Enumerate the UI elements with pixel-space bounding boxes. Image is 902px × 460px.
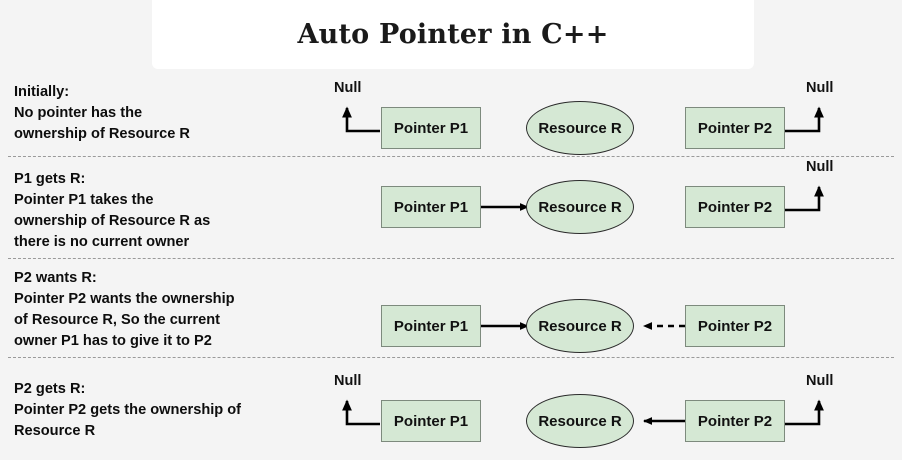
- edge-p2-to-null-step2: [785, 185, 824, 212]
- edge-p2-to-resource-step4: [643, 417, 685, 425]
- null-label-right-p2-step2: Null: [806, 159, 834, 175]
- node-pointer-p2-initially: Pointer P2: [685, 107, 785, 149]
- step-row-p2-gets-r: P2 gets R: Pointer P2 gets the ownership…: [0, 357, 902, 460]
- node-pointer-p2-step2: Pointer P2: [685, 186, 785, 228]
- node-resource-r-step3: Resource R: [526, 299, 634, 353]
- row-divider-1: [8, 156, 894, 157]
- node-pointer-p1-step2: Pointer P1: [381, 186, 481, 228]
- edge-p2-wants-resource-step3: [643, 322, 685, 330]
- step-caption-initially: Initially: No pointer has the ownership …: [14, 84, 190, 142]
- step-row-p2-wants-r: P2 wants R: Pointer P2 wants the ownersh…: [0, 258, 902, 358]
- node-resource-r-initially: Resource R: [526, 101, 634, 155]
- node-resource-r-step4: Resource R: [526, 394, 634, 448]
- null-label-left-p1-step4: Null: [334, 373, 362, 389]
- node-pointer-p2-step4: Pointer P2: [685, 400, 785, 442]
- page-title: Auto Pointer in C++: [297, 19, 609, 50]
- node-pointer-p2-step3: Pointer P2: [685, 305, 785, 347]
- null-label-left-p1: Null: [334, 80, 362, 96]
- edge-p2-to-null-right: [785, 106, 824, 133]
- title-card: Auto Pointer in C++: [152, 0, 754, 69]
- step-row-initially: Initially: No pointer has the ownership …: [0, 0, 902, 157]
- node-pointer-p1-step3: Pointer P1: [381, 305, 481, 347]
- step-row-p1-gets-r: P1 gets R: Pointer P1 takes the ownershi…: [0, 156, 902, 259]
- null-label-right-p2: Null: [806, 80, 834, 96]
- node-pointer-p1-initially: Pointer P1: [381, 107, 481, 149]
- null-label-right-p2-step4: Null: [806, 373, 834, 389]
- step-caption-p1-gets-r: P1 gets R: Pointer P1 takes the ownershi…: [14, 171, 211, 250]
- node-pointer-p1-step4: Pointer P1: [381, 400, 481, 442]
- step-caption-p2-gets-r: P2 gets R: Pointer P2 gets the ownership…: [14, 381, 242, 439]
- step-caption-p2-wants-r: P2 wants R: Pointer P2 wants the ownersh…: [14, 270, 235, 349]
- edge-p2-to-null-step4: [785, 399, 824, 426]
- row-divider-3: [8, 357, 894, 358]
- row-divider-2: [8, 258, 894, 259]
- node-resource-r-step2: Resource R: [526, 180, 634, 234]
